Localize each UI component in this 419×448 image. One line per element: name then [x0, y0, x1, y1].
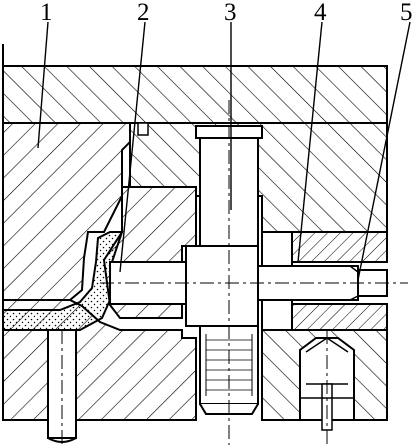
- core-pin-part-2: [109, 261, 187, 305]
- top-clamp-plate: [2, 65, 388, 124]
- callout-1: 1: [40, 0, 53, 26]
- callout-5: 5: [400, 0, 413, 26]
- leader-lines: [37, 21, 411, 281]
- center-lines: [61, 100, 408, 445]
- callout-2: 2: [137, 0, 150, 26]
- callout-3: 3: [224, 0, 237, 26]
- molded-plastic-part: [2, 231, 124, 331]
- callout-4: 4: [314, 0, 327, 26]
